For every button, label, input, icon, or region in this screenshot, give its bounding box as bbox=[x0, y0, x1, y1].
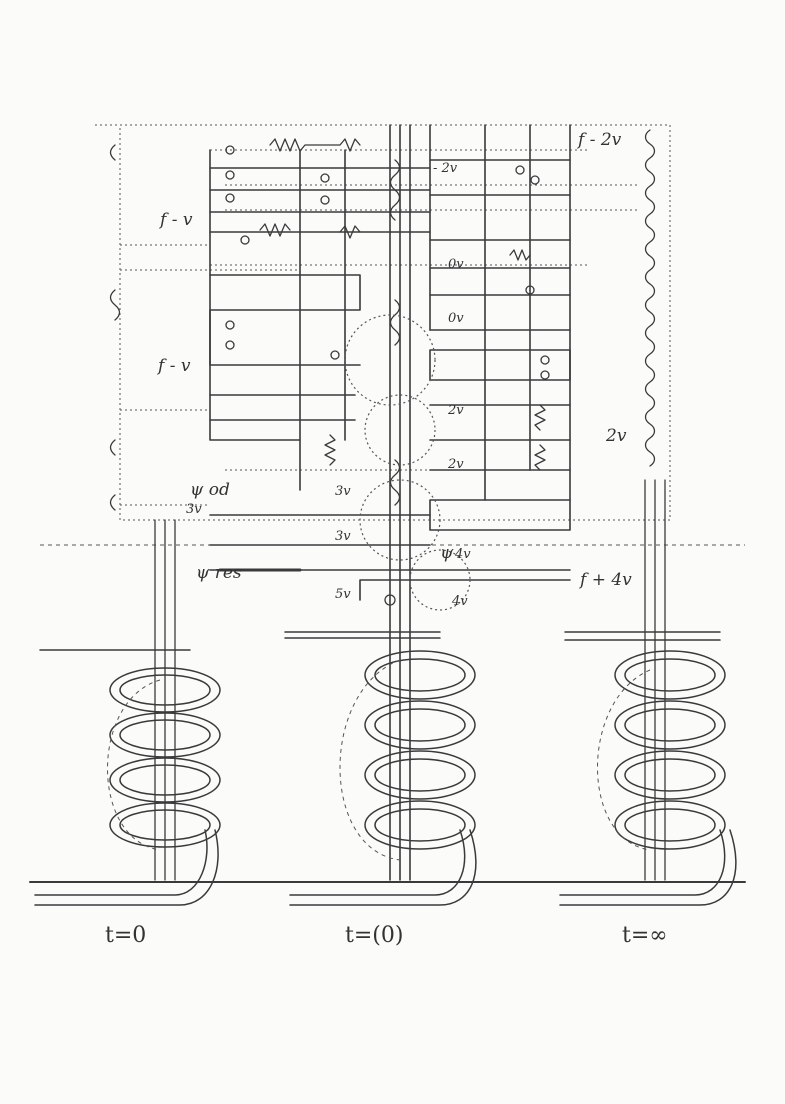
label-3v-c: 3v bbox=[335, 529, 351, 544]
label-0v-b: 0v bbox=[448, 311, 464, 326]
label-3v-a: 3v bbox=[186, 502, 202, 517]
label-4v-b: 4v bbox=[452, 594, 468, 609]
label-4v-a: 4v bbox=[455, 547, 471, 562]
label-minus-2v: - 2v bbox=[433, 161, 458, 176]
time-label-t-inf: t=∞ bbox=[622, 923, 668, 948]
label-f-minus-v-top: f - v bbox=[160, 210, 193, 230]
label-f-minus-v-mid: f - v bbox=[158, 356, 191, 376]
label-psi: ψ bbox=[440, 543, 454, 563]
label-f-plus-4v: f + 4v bbox=[580, 570, 632, 590]
label-2v-a: 2v bbox=[448, 403, 464, 418]
label-3v-b: 3v bbox=[335, 484, 351, 499]
label-psi-od: ψ od bbox=[190, 480, 230, 500]
label-5v: 5v bbox=[335, 587, 351, 602]
label-0v-a: 0v bbox=[448, 257, 464, 272]
label-f-minus-2v: f - 2v bbox=[578, 130, 622, 150]
label-psi-res: ψ res bbox=[196, 563, 242, 583]
time-label-t0: t=0 bbox=[105, 923, 147, 948]
time-label-t-paren0: t=(0) bbox=[345, 923, 404, 948]
label-2v-b: 2v bbox=[448, 457, 464, 472]
label-2v-right: 2v bbox=[606, 426, 627, 446]
